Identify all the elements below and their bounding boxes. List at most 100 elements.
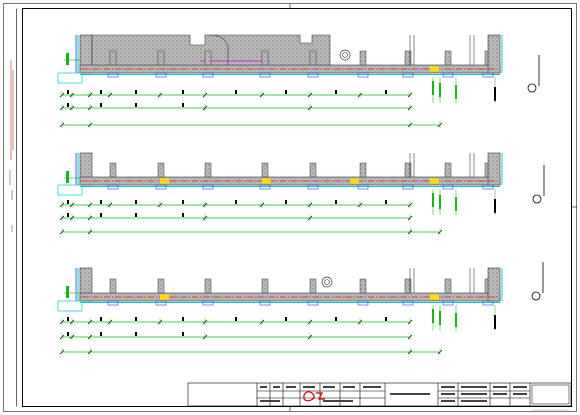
dimension-value-mark (182, 90, 184, 94)
pilaster-base (107, 72, 119, 78)
pilaster (157, 162, 165, 178)
pilaster (359, 162, 367, 178)
section-title-2 (532, 165, 545, 204)
leader-text-mark (432, 81, 434, 95)
pilaster (404, 162, 412, 178)
pilaster (444, 50, 452, 66)
pilaster-base (202, 300, 214, 306)
wall-section-2 (57, 152, 503, 235)
title-block-text-marks (260, 386, 527, 402)
pilaster (109, 162, 117, 178)
dimension-value-mark (67, 103, 69, 107)
leader-text-mark (66, 286, 69, 298)
dimension-value-mark (285, 200, 287, 204)
pilaster-base (442, 72, 454, 78)
dimension-value-mark (100, 213, 102, 217)
dimension-value-mark (100, 332, 102, 336)
dimension-value-mark (285, 317, 287, 321)
dimension-value-mark (67, 317, 69, 321)
yellow-marker (160, 294, 169, 300)
pilaster-base (357, 184, 369, 190)
pilaster-base (307, 184, 319, 190)
pilaster-base (107, 184, 119, 190)
pilaster (444, 162, 452, 178)
dimension-value-mark (135, 213, 137, 217)
dimension-value-mark (182, 200, 184, 204)
leader-text-mark (455, 313, 457, 327)
right-wall-column (487, 267, 501, 302)
left-detail-box (57, 184, 83, 196)
pilaster (109, 50, 117, 66)
pilaster-base (155, 300, 167, 306)
pilaster (309, 162, 317, 178)
pilaster (261, 50, 269, 66)
pilaster (444, 278, 452, 294)
pilaster-base (482, 300, 494, 306)
pilaster-base (442, 300, 454, 306)
dimension-value-mark (135, 317, 137, 321)
dimension-value-mark (100, 90, 102, 94)
pilaster-base (402, 300, 414, 306)
leader-text-mark (494, 315, 496, 329)
dimension-value-mark (135, 200, 137, 204)
pilaster-base (259, 184, 271, 190)
leader-text-mark (494, 199, 496, 213)
pilaster-base (402, 184, 414, 190)
pilaster-base (482, 184, 494, 190)
dimension-value-mark (67, 332, 69, 336)
section-title-3 (531, 262, 544, 301)
section-title-1 (527, 55, 540, 93)
dimension-value-mark (235, 317, 237, 321)
stamp-box (531, 384, 570, 405)
leader-text-mark (66, 171, 69, 183)
inner-frame (22, 8, 572, 407)
vent-circle (321, 276, 333, 288)
pilaster-base (107, 300, 119, 306)
vent-inner-circle (342, 52, 348, 58)
pilaster (109, 278, 117, 294)
dimension-value-mark (235, 200, 237, 204)
dimension-value-mark (100, 103, 102, 107)
leader-text-mark (494, 87, 496, 101)
leader-text-mark (439, 195, 441, 209)
leader-text-mark (439, 311, 441, 325)
pilaster (309, 50, 317, 66)
pilaster (261, 162, 269, 178)
leader-text-mark (455, 85, 457, 99)
leader-text-mark (432, 193, 434, 207)
vent-inner-circle (324, 279, 330, 285)
dimension-value-mark (182, 213, 184, 217)
dimension-value-mark (135, 332, 137, 336)
pilaster (204, 278, 212, 294)
dimension-value-mark (285, 90, 287, 94)
company-logo (303, 391, 325, 402)
dimension-value-mark (235, 90, 237, 94)
top-wall-mass (91, 34, 331, 66)
wall-section-3 (57, 267, 503, 355)
pilaster-base (357, 72, 369, 78)
dimension-value-mark (385, 317, 387, 321)
frame-center-marks (289, 4, 577, 411)
leader-text-mark (455, 197, 457, 211)
dimension-value-mark (135, 103, 137, 107)
yellow-marker (430, 178, 439, 184)
section-number-circle (531, 291, 541, 301)
pilaster (157, 278, 165, 294)
pilaster (404, 278, 412, 294)
vent-circle (339, 49, 351, 61)
yellow-marker (160, 178, 169, 184)
dimension-value-mark (182, 332, 184, 336)
wall-sections (57, 34, 503, 355)
pilaster (309, 278, 317, 294)
right-wall-column (487, 152, 501, 186)
left-detail-box (57, 300, 83, 312)
pilaster (359, 50, 367, 66)
pilaster-base (482, 72, 494, 78)
pilaster-base (155, 72, 167, 78)
dimension-value-mark (385, 200, 387, 204)
dimension-value-mark (67, 90, 69, 94)
yellow-marker (430, 66, 439, 72)
title-block (187, 382, 572, 407)
dimension-value-mark (335, 317, 337, 321)
dimension-value-mark (182, 317, 184, 321)
